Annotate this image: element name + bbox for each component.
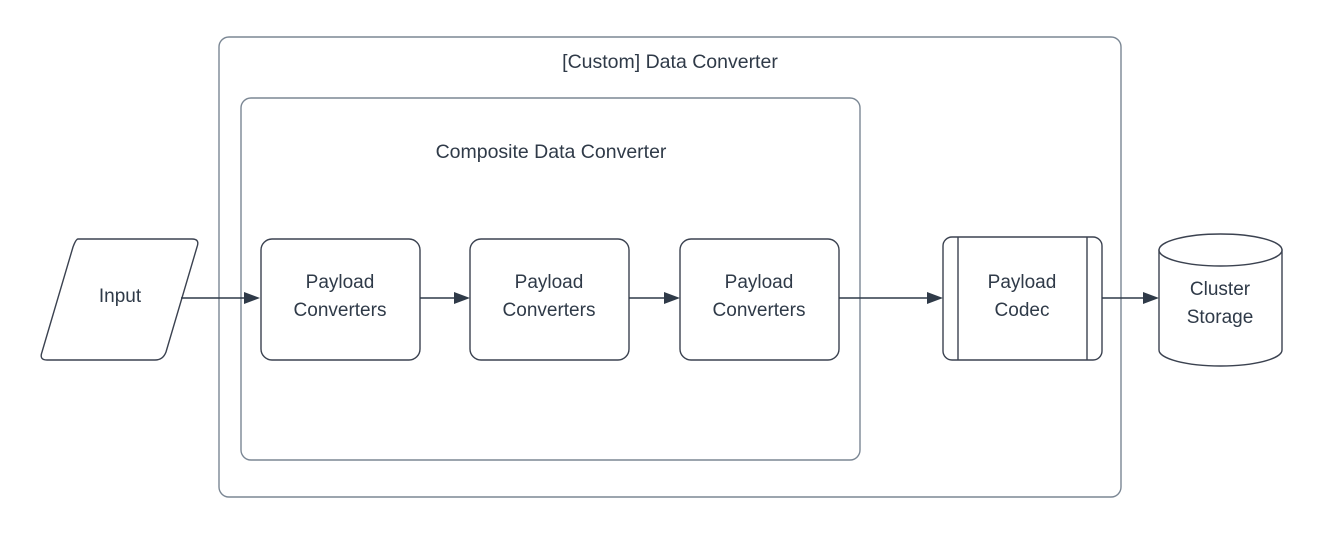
node-cluster-storage-label-line2: Storage xyxy=(1187,307,1254,328)
node-payload-converters-3-label-line1: Payload xyxy=(725,272,794,293)
container-custom-data-converter-label: [Custom] Data Converter xyxy=(562,51,778,73)
node-input-label: Input xyxy=(99,286,142,307)
edge-payload-converters-2-to-3 xyxy=(629,292,680,304)
node-payload-codec-label-line1: Payload xyxy=(988,272,1057,293)
node-payload-converters-1-label-line2: Converters xyxy=(294,300,387,321)
edge-payload-codec-to-cluster-storage xyxy=(1102,292,1159,304)
node-payload-codec-label-line2: Codec xyxy=(995,300,1050,321)
container-composite-data-converter-label: Composite Data Converter xyxy=(436,141,667,163)
container-composite-data-converter[interactable] xyxy=(240,97,861,461)
node-payload-converters-3-label-line2: Converters xyxy=(713,300,806,321)
node-cluster-storage-label-line1: Cluster xyxy=(1190,279,1251,300)
node-payload-codec[interactable] xyxy=(942,236,1103,361)
edge-input-to-payload-converters-1 xyxy=(181,292,260,304)
edge-payload-converters-1-to-2 xyxy=(420,292,470,304)
node-input[interactable] xyxy=(40,238,199,361)
node-payload-converters-1[interactable] xyxy=(260,238,421,361)
node-payload-converters-2[interactable] xyxy=(469,238,630,361)
node-payload-converters-1-label-line1: Payload xyxy=(306,272,375,293)
node-payload-converters-3[interactable] xyxy=(679,238,840,361)
edge-payload-converters-3-to-payload-codec xyxy=(839,292,943,304)
container-custom-data-converter[interactable] xyxy=(218,36,1122,498)
node-payload-converters-2-label-line2: Converters xyxy=(503,300,596,321)
node-payload-converters-2-label-line1: Payload xyxy=(515,272,584,293)
node-cluster-storage[interactable] xyxy=(1158,233,1283,367)
